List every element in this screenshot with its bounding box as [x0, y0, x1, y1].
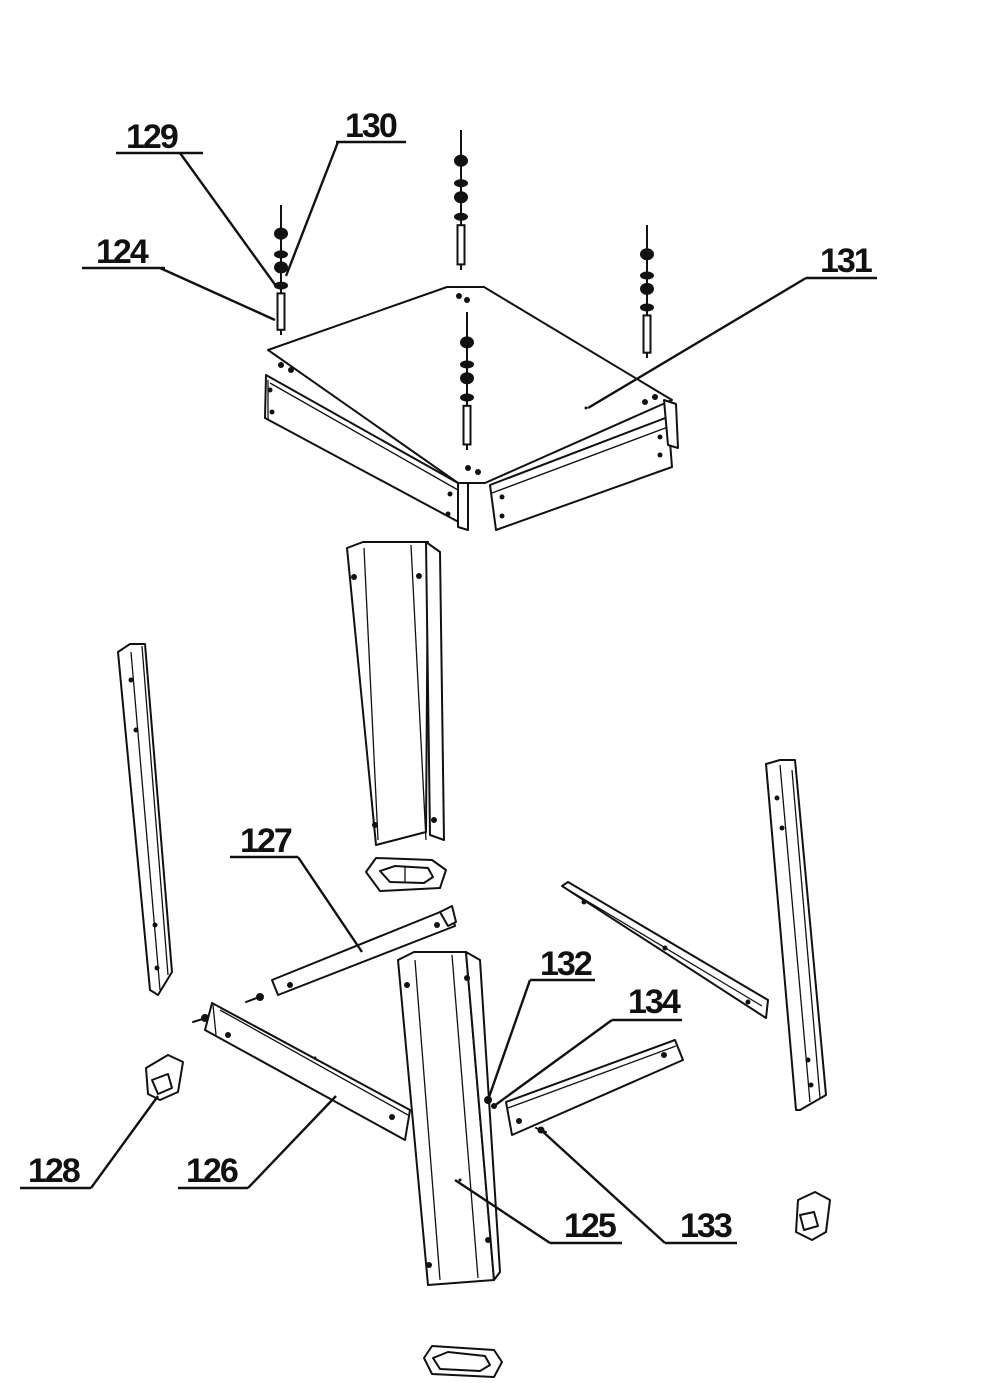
callout-132: 131 — [587, 242, 877, 410]
bolt-stack-rear — [454, 130, 468, 270]
bolt-stack-right — [640, 225, 654, 358]
top-panel — [264, 286, 679, 531]
callout-128-text: 128 — [28, 1152, 80, 1190]
callout-126: 126 — [178, 1095, 337, 1190]
leg-left — [117, 643, 173, 996]
foot-right — [795, 1191, 831, 1241]
callout-131-text: 130 — [345, 107, 397, 145]
foot-128 — [145, 1054, 184, 1101]
brace-134 — [484, 1039, 684, 1136]
leg-rear — [346, 541, 447, 892]
callout-124-text: 132 — [540, 945, 592, 983]
brace-right-upper — [561, 881, 769, 1019]
bolt-stacks — [274, 130, 654, 450]
callout-129-text: 124 — [96, 233, 149, 271]
callout-132-text: 131 — [820, 242, 872, 280]
callout-131: 130 — [284, 107, 406, 277]
callout-130: 129 — [116, 118, 277, 287]
callout-125-text: 125 — [564, 1207, 616, 1245]
callout-130-text: 129 — [126, 118, 178, 156]
callout-126-text: 126 — [186, 1152, 238, 1190]
callout-labels: 129 130 124 131 127 132 — [20, 107, 877, 1245]
callout-134: 134 — [493, 983, 683, 1107]
callout-134-text: 134 — [628, 983, 681, 1021]
bolt-stack-left — [274, 205, 288, 335]
callout-125: 125 — [454, 1178, 622, 1245]
leg-front — [397, 951, 503, 1378]
brace-127 — [271, 905, 457, 996]
brace-126 — [192, 993, 411, 1141]
callout-127-text: 127 — [240, 822, 292, 860]
callout-127: 127 — [230, 822, 363, 953]
callout-124: 132 — [486, 945, 595, 1101]
callout-133-text: 133 — [680, 1207, 732, 1245]
callout-129: 124 — [82, 233, 276, 322]
callout-133: 133 — [540, 1129, 737, 1245]
bolt-stack-front — [460, 312, 474, 450]
leg-right — [765, 759, 827, 1111]
callout-128: 128 — [20, 1095, 159, 1190]
